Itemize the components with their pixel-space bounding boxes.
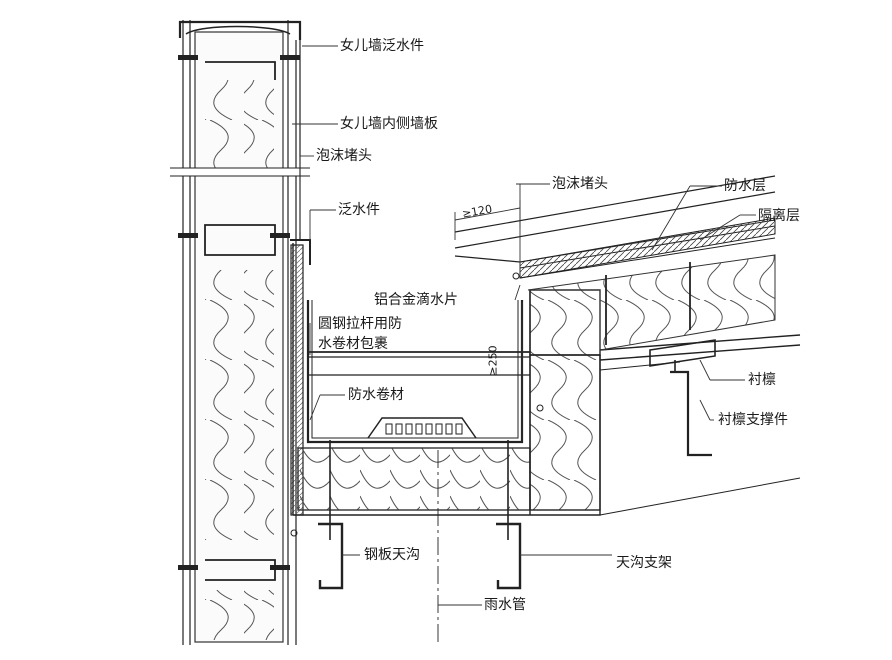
- dim-gutter-depth: ≥250: [486, 345, 500, 376]
- label-parapet-flashing: 女儿墙泛水件: [340, 38, 424, 54]
- label-waterproof-membrane: 防水卷材: [348, 387, 404, 403]
- label-steel-gutter: 钢板天沟: [364, 547, 420, 563]
- label-parapet-inner-panel: 女儿墙内侧墙板: [340, 116, 438, 132]
- label-foam-plug-right: 泡沫堵头: [552, 176, 608, 192]
- label-downpipe: 雨水管: [484, 597, 526, 613]
- leader-lines: [292, 45, 756, 606]
- label-gutter-bracket: 天沟支架: [616, 555, 672, 571]
- dimension-marks: [454, 200, 523, 440]
- label-rod-wrap-line2: 水卷材包裹: [318, 336, 388, 352]
- parapet-wall: [170, 20, 310, 645]
- label-lining-purlin-support: 衬檩支撑件: [718, 412, 788, 428]
- label-flashing: 泛水件: [338, 202, 380, 218]
- label-foam-plug-left: 泡沫堵头: [316, 148, 372, 164]
- label-waterproof-layer: 防水层: [724, 178, 766, 194]
- label-lining-purlin: 衬檩: [748, 372, 776, 388]
- label-aluminum-drip: 铝合金滴水片: [374, 292, 458, 308]
- roof-edge: [454, 175, 801, 516]
- label-isolation-layer: 隔离层: [758, 208, 800, 224]
- label-rod-wrap-line1: 圆钢拉杆用防: [318, 316, 402, 332]
